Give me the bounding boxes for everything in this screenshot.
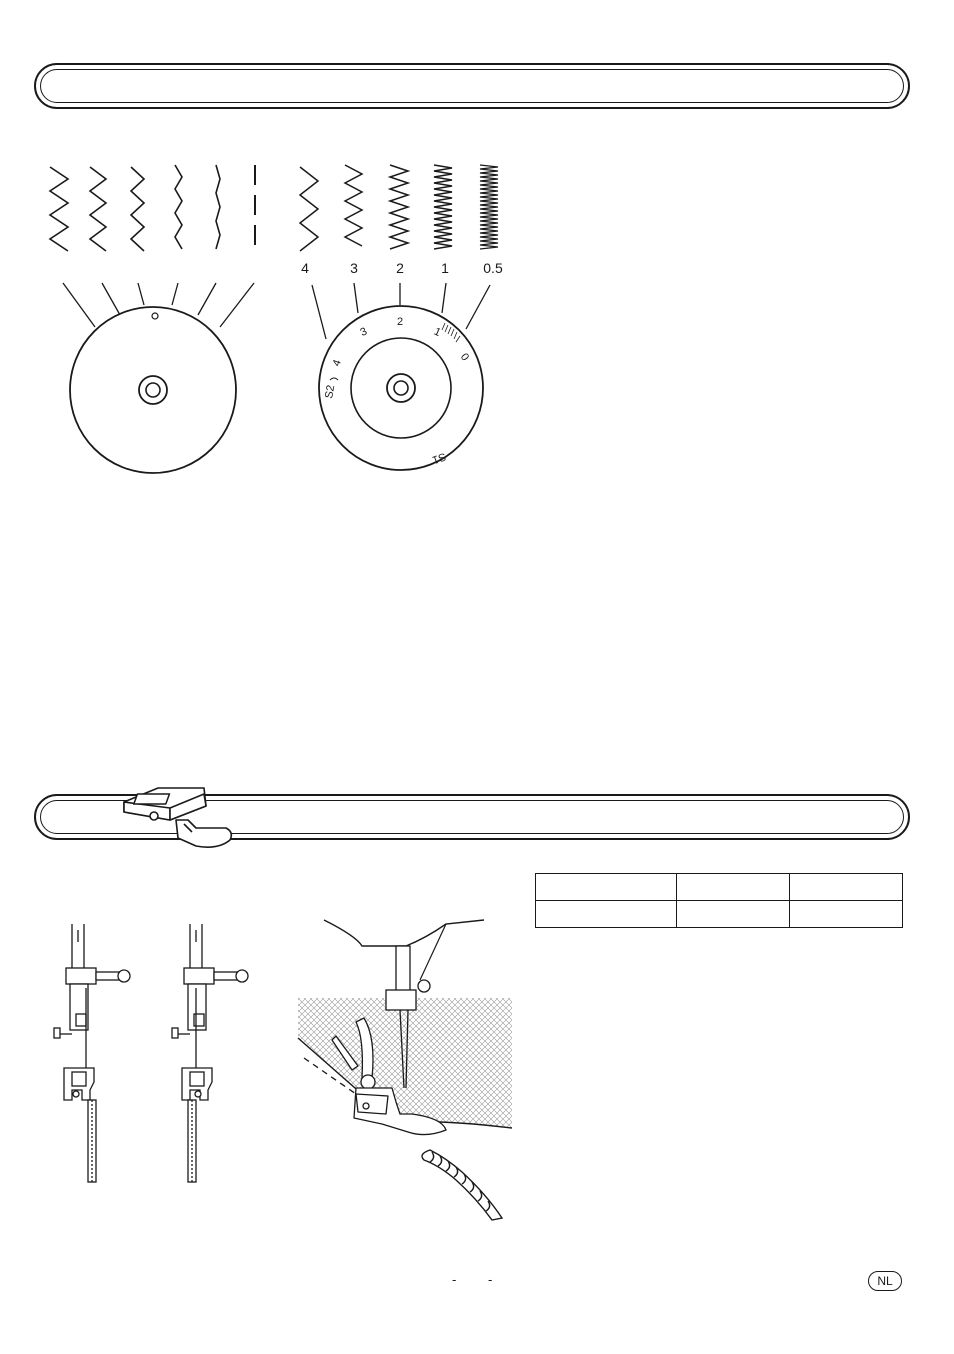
width-dial-illustration [48, 164, 256, 474]
dial-scale-s1: S1 [431, 450, 448, 466]
zipper-foot-icon [123, 787, 233, 848]
length-pointer-lines [311, 282, 491, 340]
fabric-hatched [298, 998, 512, 1128]
table-cell [535, 900, 677, 928]
cord [421, 1149, 504, 1221]
zipper-foot-positions-illustration [53, 924, 249, 1183]
stitch-label-1: 1 [441, 260, 449, 276]
length-dial-illustration: 4 3 2 1 0.5 S2 4 3 2 1 0 S1 [298, 164, 503, 471]
dial-scale-three: 3 [358, 326, 369, 339]
width-pointer-lines [62, 282, 255, 328]
fine-scale-ticks [441, 322, 461, 343]
footer-dash-right: - [488, 1272, 493, 1287]
table-row [535, 900, 903, 928]
table-cell [789, 873, 903, 901]
stitch-label-0-5: 0.5 [483, 260, 503, 276]
dial-scale-two: 2 [397, 316, 403, 328]
machine-head [323, 919, 485, 947]
stitch-pattern-zigzag-tiny [215, 164, 221, 250]
stitch-label-3: 3 [350, 260, 358, 276]
table-cell [789, 900, 903, 928]
stitch-length-2 [387, 164, 411, 250]
table-cell [535, 873, 677, 901]
table-row [535, 873, 903, 901]
stitch-pattern-zigzag-narrow [129, 166, 146, 252]
zipper-foot-left-position [53, 924, 131, 1183]
settings-table [535, 873, 903, 928]
width-dial-indicator [151, 312, 159, 320]
stitch-pattern-zigzag-wide [48, 166, 70, 252]
dial-scale-zero: 0 [458, 351, 471, 363]
stitch-label-4: 4 [301, 260, 309, 276]
stitch-length-3 [343, 164, 364, 247]
section-banner-bottom [34, 794, 910, 840]
zipper-foot-right-position [171, 924, 249, 1183]
stitch-length-4 [298, 166, 320, 252]
footer-dash-left: - [452, 1272, 457, 1287]
language-badge: NL [868, 1271, 902, 1291]
table-cell [676, 873, 790, 901]
stitch-length-1 [433, 164, 453, 250]
cording-illustration [297, 919, 513, 1221]
dial-scale-one: 1 [432, 326, 443, 339]
dial-scale-s2-label: S2 [323, 384, 337, 399]
stitch-pattern-zigzag-smaller [174, 164, 183, 250]
table-cell [676, 900, 790, 928]
stitch-label-2: 2 [396, 260, 404, 276]
stitch-length-0-5 [479, 164, 499, 250]
stitch-pattern-zigzag-medium [88, 166, 108, 252]
section-banner-top [34, 63, 910, 109]
dial-scale-four: 4 [331, 358, 344, 368]
